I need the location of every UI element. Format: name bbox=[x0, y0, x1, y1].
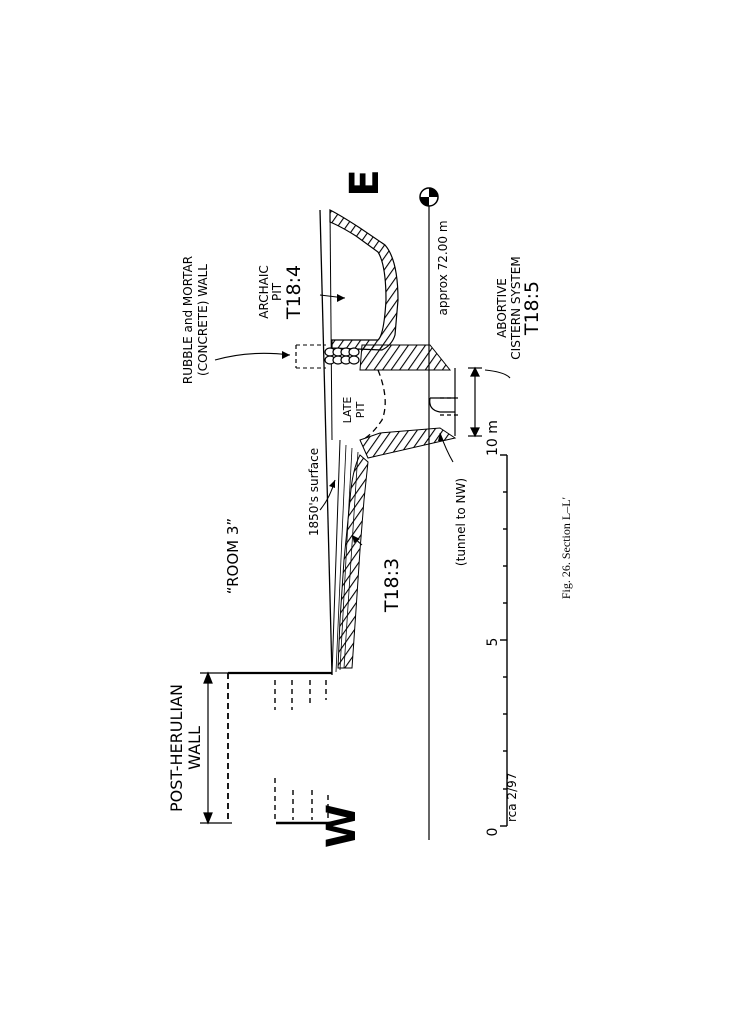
label-cistern-system: CISTERN SYSTEM bbox=[509, 256, 523, 359]
post-herulian-wall bbox=[227, 671, 332, 825]
label-archaic-id: T18:4 bbox=[283, 265, 305, 320]
scale-tick-0: 0 bbox=[485, 828, 501, 837]
scale-tick-10: 10 m bbox=[485, 420, 501, 456]
figure-caption: Fig. 26. Section L–L′ bbox=[559, 496, 573, 599]
label-datum: approx 72.00 m bbox=[436, 220, 450, 315]
post-herulian-dimension bbox=[200, 671, 232, 825]
label-surface: 1850's surface bbox=[307, 448, 321, 536]
label-archaic-pit: PIT bbox=[270, 282, 284, 301]
cistern-dimension bbox=[468, 366, 482, 438]
label-post-herulian: POST-HERULIAN bbox=[167, 684, 186, 812]
label-initials: rca 2/97 bbox=[505, 773, 519, 822]
label-rubble-wall: RUBBLE and MORTAR bbox=[181, 256, 195, 384]
scale-tick-5: 5 bbox=[485, 638, 501, 647]
label-abortive-id: T18:5 bbox=[521, 281, 543, 336]
bedrock-t18-3 bbox=[337, 454, 369, 669]
rubble-wall bbox=[324, 347, 360, 365]
label-post-herulian-wall: WALL bbox=[185, 726, 204, 770]
label-archaic: ARCHAIC bbox=[257, 265, 271, 318]
datum-marker-icon bbox=[419, 187, 439, 207]
label-abortive: ABORTIVE bbox=[495, 278, 509, 338]
label-late-pit: PIT bbox=[354, 401, 367, 418]
label-tunnel: (tunnel to NW) bbox=[454, 478, 468, 566]
leader-arrowheads bbox=[282, 294, 444, 543]
archaic-pit-edge bbox=[329, 209, 399, 351]
compass-east: E bbox=[342, 169, 388, 196]
cut-edge-upper bbox=[359, 344, 452, 371]
late-pit-boundary bbox=[361, 369, 386, 441]
label-late: LATE bbox=[341, 397, 354, 424]
label-t18-3: T18:3 bbox=[381, 558, 403, 613]
scale-bar bbox=[500, 454, 508, 827]
cistern-shaft bbox=[429, 368, 460, 436]
label-rubble-wall-2: (CONCRETE) WALL bbox=[196, 264, 210, 376]
label-room-3: “ROOM 3” bbox=[224, 518, 242, 594]
compass-west: W bbox=[319, 804, 365, 848]
cut-edge-lower bbox=[359, 427, 457, 459]
